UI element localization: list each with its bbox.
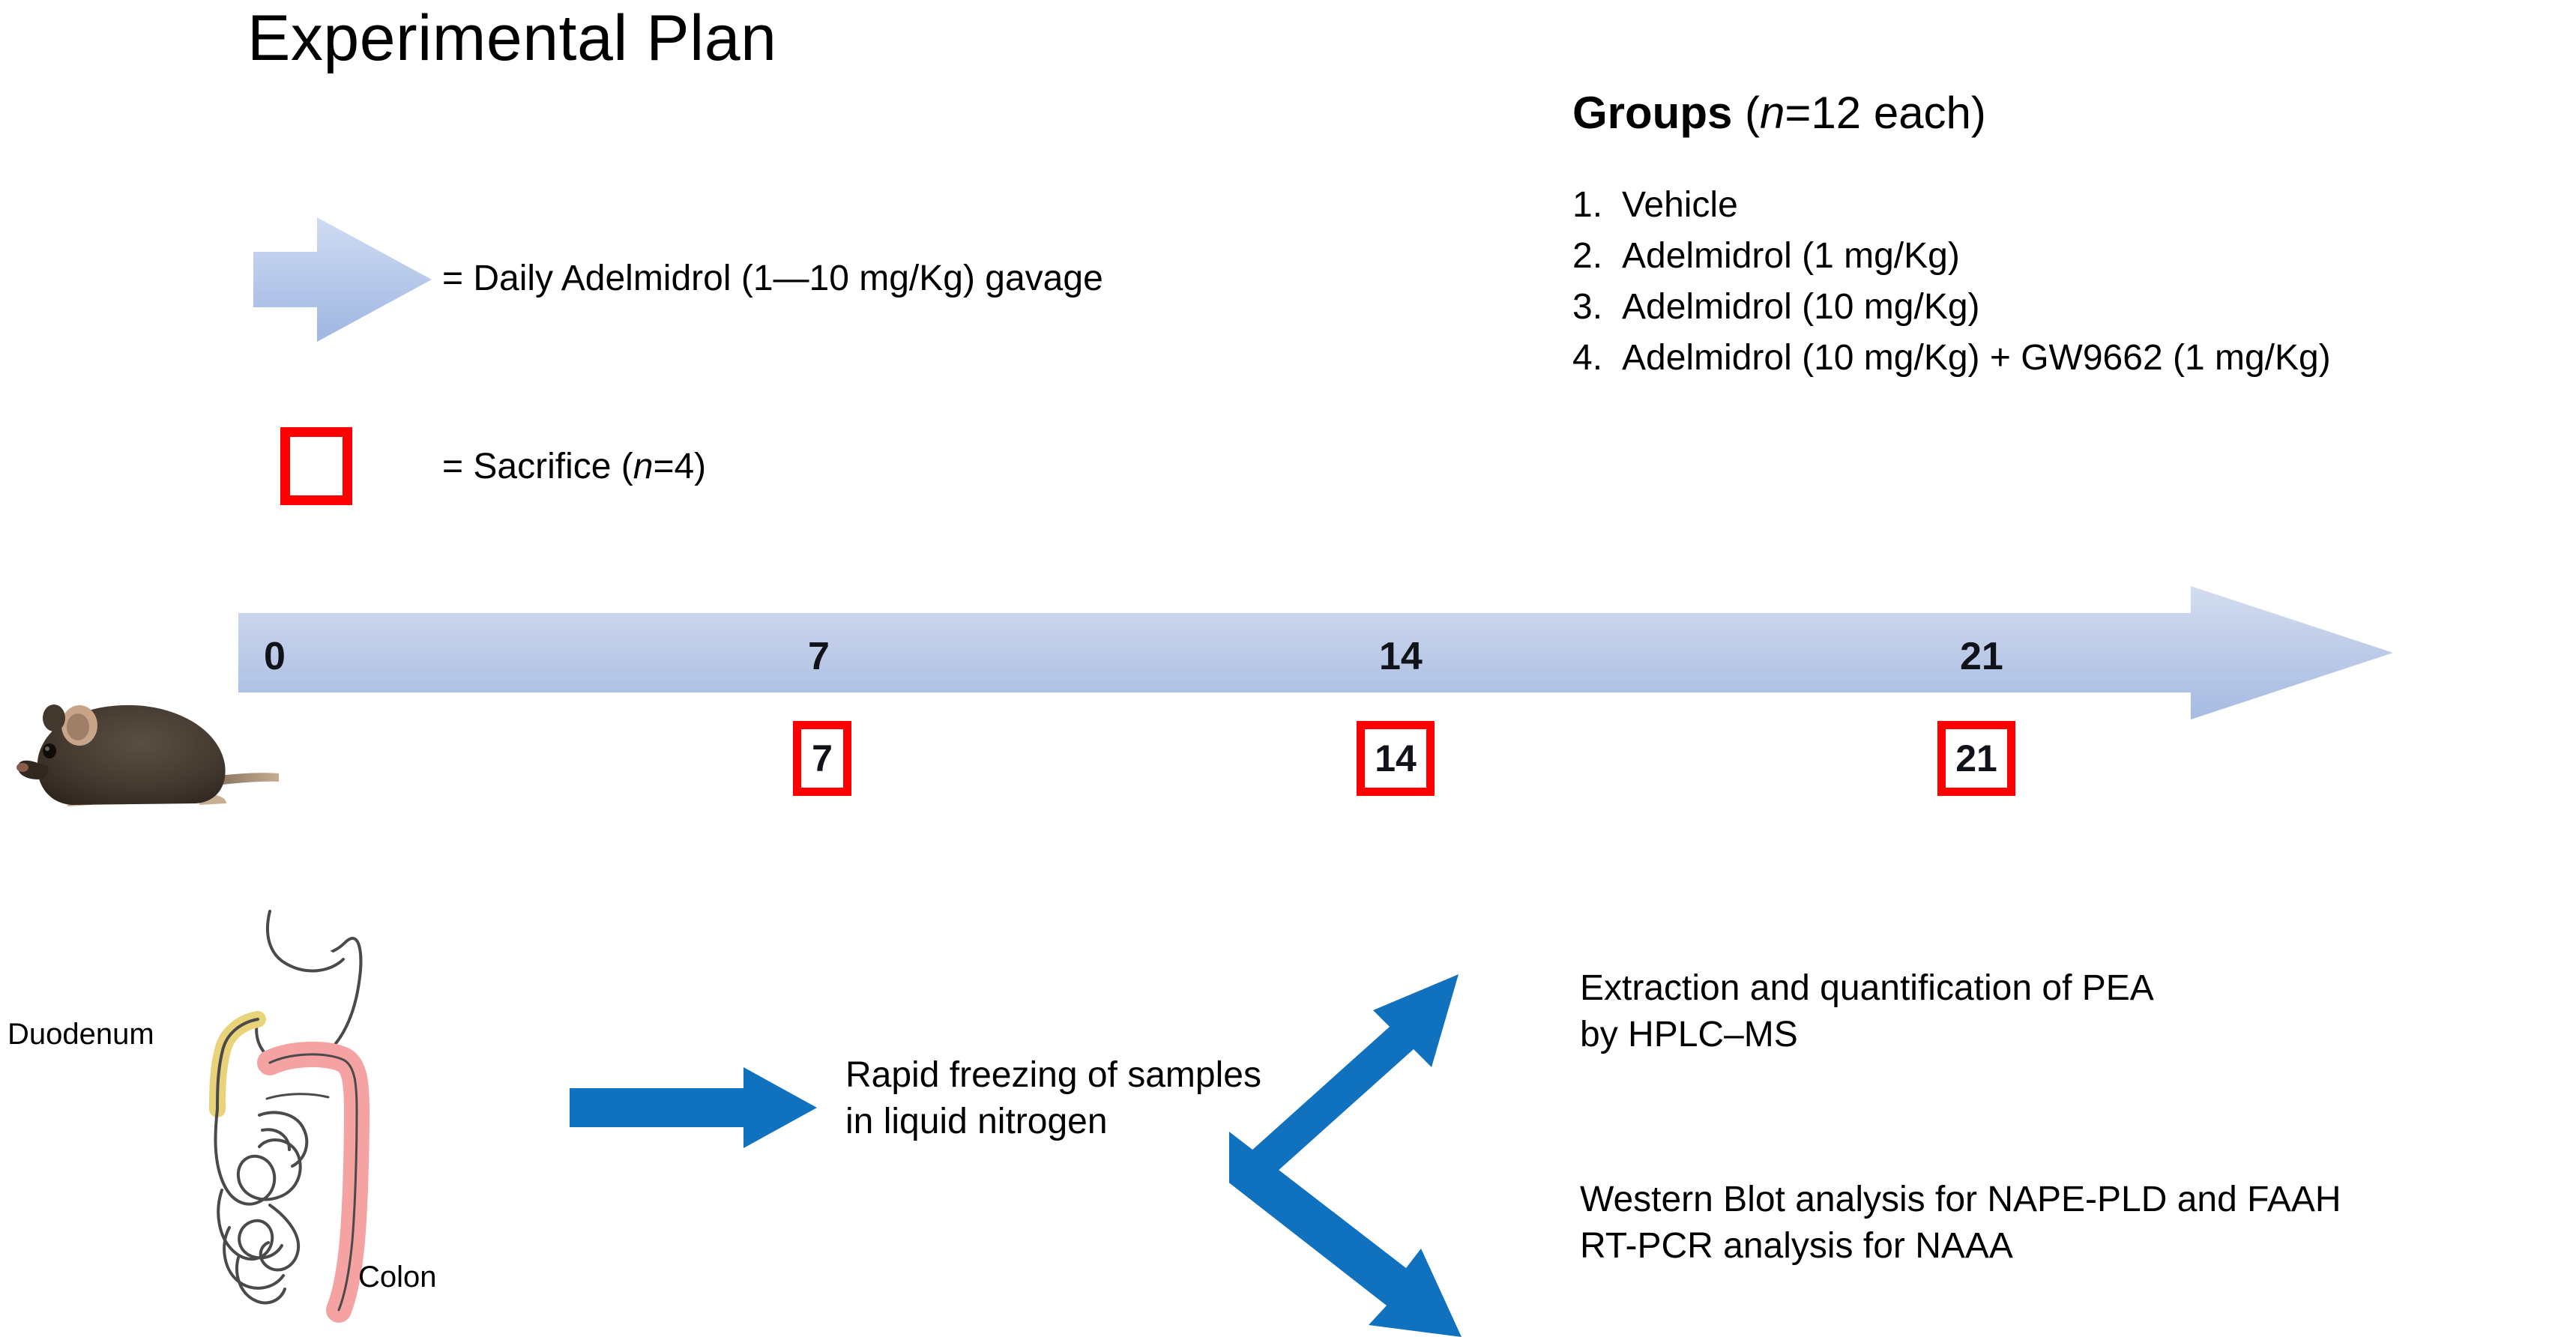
groups-heading-paren-open: ( bbox=[1732, 88, 1760, 138]
list-item: 4. Adelmidrol (10 mg/Kg) + GW9662 (1 mg/… bbox=[1572, 337, 2331, 388]
legend-sacrifice-pre: = Sacrifice ( bbox=[442, 447, 633, 486]
group-number: 2. bbox=[1572, 236, 1603, 276]
colon-label: Colon bbox=[358, 1261, 437, 1294]
right-arrow-icon bbox=[570, 1067, 817, 1148]
timeline-day-label: 7 bbox=[808, 635, 830, 678]
freeze-step-text: Rapid freezing of samples in liquid nitr… bbox=[845, 1055, 1261, 1142]
groups-list: 1. Vehicle 2. Adelmidrol (1 mg/Kg) 3. Ad… bbox=[1572, 184, 2331, 388]
legend-gavage-label: = Daily Adelmidrol (1—10 mg/Kg) gavage bbox=[442, 259, 1103, 298]
groups-heading: Groups (n=12 each) bbox=[1572, 87, 1986, 139]
gi-tract-diagram bbox=[209, 910, 369, 1323]
group-label: Adelmidrol (10 mg/Kg) bbox=[1622, 287, 1980, 327]
group-number: 4. bbox=[1572, 338, 1603, 378]
westernblot-step-text: Western Blot analysis for NAPE-PLD and F… bbox=[1580, 1180, 2341, 1267]
sacrifice-marker: 21 bbox=[1937, 721, 2015, 796]
legend-sacrifice-label: = Sacrifice (n=4) bbox=[442, 446, 706, 487]
list-item: 1. Vehicle bbox=[1572, 184, 2331, 235]
duodenum-label: Duodenum bbox=[7, 1018, 154, 1051]
list-item: 2. Adelmidrol (1 mg/Kg) bbox=[1572, 235, 2331, 286]
groups-heading-count: =12 each) bbox=[1785, 88, 1986, 138]
group-label: Adelmidrol (10 mg/Kg) + GW9662 (1 mg/Kg) bbox=[1622, 338, 2331, 378]
groups-heading-word: Groups bbox=[1572, 88, 1733, 138]
groups-heading-n: n bbox=[1760, 88, 1785, 138]
sacrifice-marker: 14 bbox=[1357, 721, 1435, 796]
group-label: Adelmidrol (1 mg/Kg) bbox=[1622, 236, 1960, 276]
group-label: Vehicle bbox=[1622, 185, 1738, 225]
list-item: 3. Adelmidrol (10 mg/Kg) bbox=[1572, 286, 2331, 337]
page-title: Experimental Plan bbox=[247, 2, 777, 74]
sacrifice-marker: 7 bbox=[793, 721, 851, 796]
hplc-step-text: Extraction and quantification of PEA by … bbox=[1580, 968, 2154, 1055]
up-right-arrow-icon bbox=[1229, 974, 1459, 1192]
timeline-day-label: 21 bbox=[1960, 635, 2003, 678]
legend-sacrifice-post: =4) bbox=[653, 447, 707, 486]
right-block-arrow-icon bbox=[253, 217, 432, 342]
red-square-icon bbox=[280, 427, 352, 505]
timeline-day-label: 14 bbox=[1379, 635, 1423, 678]
timeline-day-label: 0 bbox=[264, 635, 286, 678]
group-number: 1. bbox=[1572, 185, 1603, 225]
down-right-arrow-icon bbox=[1229, 1132, 1462, 1337]
group-number: 3. bbox=[1572, 287, 1603, 327]
timeline-arrow bbox=[238, 586, 2393, 719]
mouse-photo bbox=[16, 704, 279, 806]
legend-sacrifice-n: n bbox=[633, 447, 654, 486]
